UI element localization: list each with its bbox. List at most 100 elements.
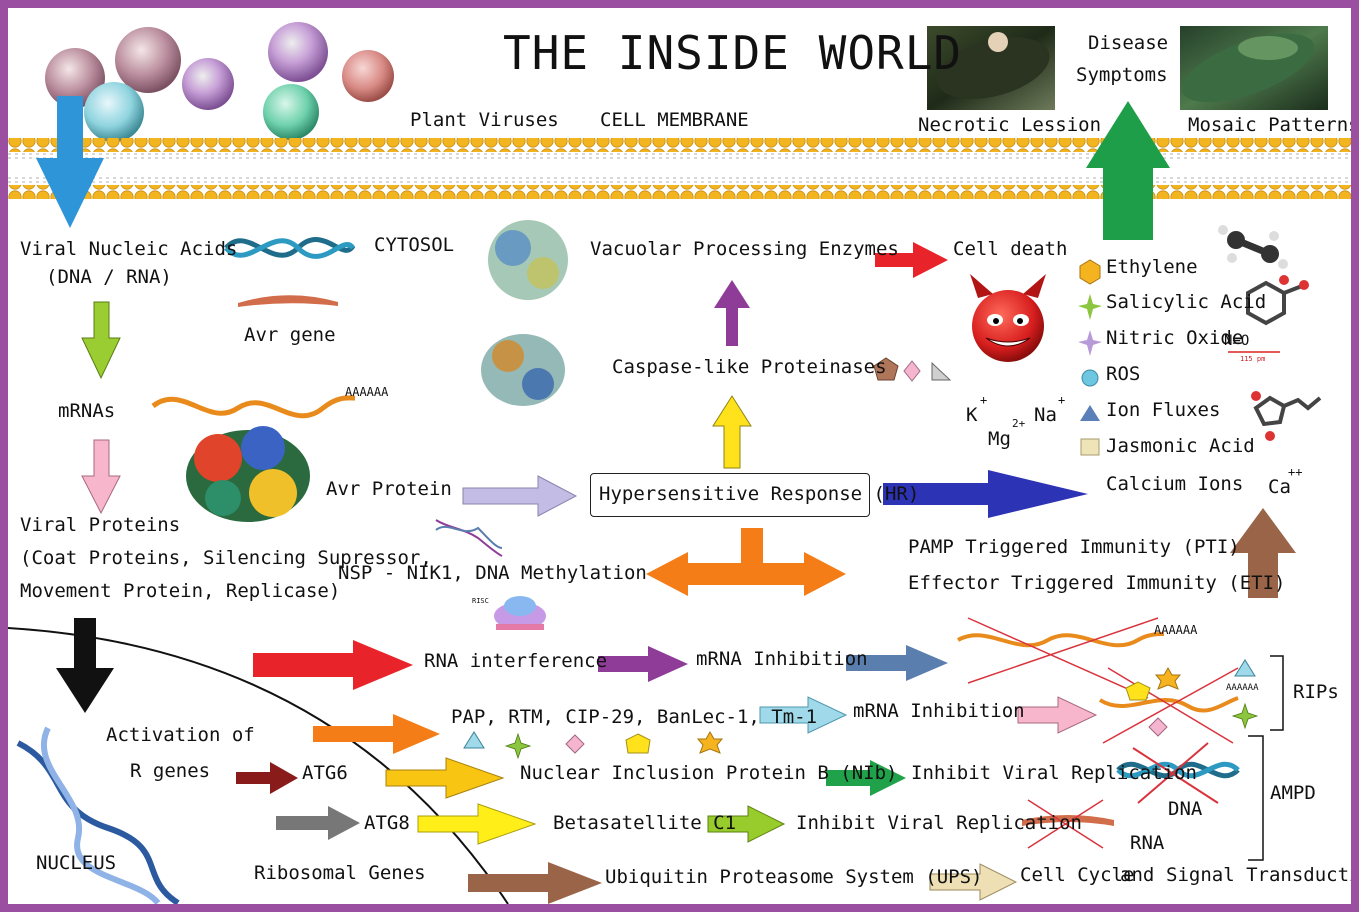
arrow-mrna-to-rips <box>1018 697 1096 733</box>
nib-label: Nuclear Inclusion Protein B (NIb) <box>520 764 898 783</box>
viral-proteins-label: Viral Proteins <box>20 516 180 535</box>
cell-death-devil-icon <box>970 274 1046 362</box>
rna-interference-label: RNA interference <box>424 652 607 671</box>
plant-viruses-label: Plant Viruses <box>410 111 559 130</box>
rips-label: RIPs <box>1293 683 1339 702</box>
legend-ethylene: Ethylene <box>1106 258 1198 277</box>
avr-gene-label: Avr gene <box>244 326 336 345</box>
arrow-to-rnai <box>253 640 413 690</box>
legend-calcium-ions: Calcium Ions <box>1106 475 1243 494</box>
pti-label: PAMP Triggered Immunity (PTI) <box>908 538 1240 557</box>
crossed-mrna-poly-a: AAAAAA <box>1154 624 1197 636</box>
arrow-rnai-to-mrna <box>598 646 688 682</box>
ribosomal-genes-label: Ribosomal Genes <box>254 864 426 883</box>
caspase-label: Caspase-like Proteinases <box>612 358 887 377</box>
arrow-nucleus-entry <box>56 618 114 713</box>
calcium-ion: Ca <box>1268 478 1291 497</box>
enzyme-structure-1 <box>488 220 568 300</box>
legend-jasmonic-acid: Jasmonic Acid <box>1106 437 1255 456</box>
and-label: and <box>1120 866 1154 885</box>
atg8-label: ATG8 <box>364 814 410 833</box>
viral-nucleic-acids-label: Viral Nucleic Acids <box>20 240 237 259</box>
eti-label: Effector Triggered Immunity (ETI) <box>908 574 1286 593</box>
ethylene-molecule-icon <box>1218 225 1288 269</box>
pap-label: PAP, RTM, CIP-29, BanLec-1, Tm-1 <box>451 708 817 727</box>
mrna-strand-icon <box>153 398 355 416</box>
dna-label: DNA <box>1168 800 1202 819</box>
betasatellite-label: Betasatellite C1 <box>553 814 736 833</box>
atg6-label: ATG6 <box>302 764 348 783</box>
mrna-inhibition-2-label: mRNA Inhibition <box>853 702 1025 721</box>
arrow-nucleic-to-mrna <box>82 302 120 378</box>
arrow-to-pap <box>313 714 440 754</box>
nsp-label: NSP - NIK1, DNA Methylation <box>338 564 647 583</box>
vpe-label: Vacuolar Processing Enzymes <box>590 240 899 259</box>
no-scale-label: 115 pm <box>1240 356 1265 363</box>
virus-images <box>45 22 394 142</box>
arrow-hr-to-caspase <box>713 396 751 468</box>
jasmonic-acid-molecule-icon <box>1251 391 1320 441</box>
avr-protein-label: Avr Protein <box>326 480 452 499</box>
no-molecule-label: N≡O <box>1224 334 1249 348</box>
rip-mrna-poly-a: AAAAAA <box>1226 684 1259 693</box>
legend-symbols <box>1078 260 1102 455</box>
mrnas-label: mRNAs <box>58 402 115 421</box>
signal-transduction-label: Signal Transduction <box>1166 866 1359 885</box>
cell-membrane-label: CELL MEMBRANE <box>600 111 749 130</box>
nsp-dna-icon <box>436 520 502 556</box>
calcium-charge: ++ <box>1288 466 1302 478</box>
rna-label: RNA <box>1130 834 1164 853</box>
pap-symbols <box>464 732 722 758</box>
mrna-poly-a-label: AAAAAA <box>345 386 388 398</box>
legend-ion-fluxes: Ion Fluxes <box>1106 401 1220 420</box>
arrow-caspase-to-vpe <box>714 280 750 346</box>
arrow-atg8-to-betasatellite <box>418 804 535 844</box>
viral-protein-structure <box>186 426 310 522</box>
arrow-to-atg8 <box>276 806 360 840</box>
activation-of-label: Activation of <box>106 726 255 745</box>
arrow-mrna-to-protein <box>82 440 120 513</box>
cell-cycle-label: Cell Cycle <box>1020 866 1134 885</box>
arrow-avr-to-hr <box>463 476 576 516</box>
rips-bracket <box>1270 656 1283 730</box>
risc-complex-icon <box>494 596 546 630</box>
potassium-ion: K <box>966 406 977 425</box>
r-genes-label: R genes <box>130 762 210 781</box>
symptoms-label: Symptoms <box>1076 66 1168 85</box>
avr-gene-strand-icon <box>238 295 338 307</box>
cell-death-label: Cell death <box>953 240 1067 259</box>
cytosol-label: CYTOSOL <box>374 236 454 255</box>
enzyme-structure-2 <box>481 334 565 406</box>
inhibit-viral-replication-1: Inhibit Viral Replication <box>911 764 1197 783</box>
sodium-ion: Na <box>1034 406 1057 425</box>
nucleus-label: NUCLEUS <box>36 854 116 873</box>
ups-label: Ubiquitin Proteasome System (UPS) <box>605 868 983 887</box>
magnesium-ion: Mg <box>988 430 1011 449</box>
arrow-atg6-to-nib <box>386 758 503 798</box>
ampd-label: AMPD <box>1270 784 1316 803</box>
mrna-inhibition-1-label: mRNA Inhibition <box>696 650 868 669</box>
arrow-hr-t-split <box>646 528 846 596</box>
arrow-to-ups <box>468 862 602 904</box>
legend-ros: ROS <box>1106 365 1140 384</box>
inhibit-viral-replication-2: Inhibit Viral Replication <box>796 814 1082 833</box>
arrow-rgenes-to-atg6 <box>236 762 298 794</box>
magnesium-charge: 2+ <box>1012 418 1025 429</box>
mosaic-patterns-label: Mosaic Patterns <box>1188 116 1359 135</box>
dna-helix-icon <box>226 240 353 257</box>
dna-rna-label: (DNA / RNA) <box>46 268 172 287</box>
legend-nitric-oxide: Nitric Oxide <box>1106 329 1243 348</box>
disease-label: Disease <box>1088 34 1168 53</box>
potassium-charge: + <box>980 394 987 406</box>
legend-salicylic-acid: Salicylic Acid <box>1106 293 1266 312</box>
rip-crossed-mrna-icon <box>1100 660 1257 743</box>
viral-proteins-detail-2: Movement Protein, Replicase) <box>20 582 340 601</box>
nucleus-dna-helix <box>18 728 178 903</box>
hr-label: Hypersensitive Response (HR) <box>599 485 919 504</box>
necrotic-lession-label: Necrotic Lession <box>918 116 1101 135</box>
page-title: THE INSIDE WORLD <box>503 30 962 76</box>
ampd-bracket <box>1248 736 1263 860</box>
risc-label: RISC <box>472 598 489 605</box>
sodium-charge: + <box>1058 394 1065 406</box>
